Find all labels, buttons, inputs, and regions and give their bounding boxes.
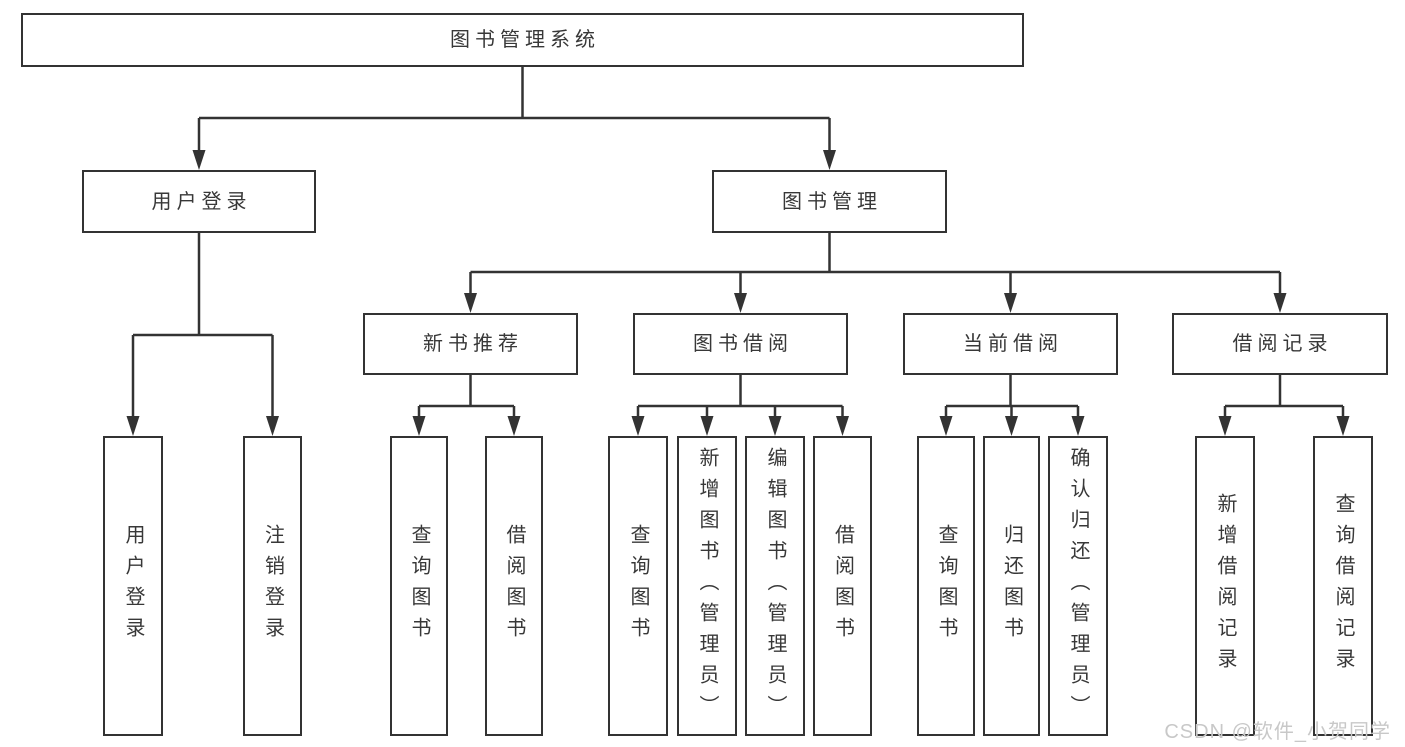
node-leaf-user-login: 用户登录 [103,436,163,736]
node-leaf-return-book-label: 归还图书 [1000,524,1023,648]
arrowhead-icon [507,416,521,436]
arrowhead-icon [631,416,645,436]
arrowhead-icon [836,416,849,436]
node-leaf-query-book-2-label: 查询图书 [627,524,649,648]
node-root: 图书管理系统 [21,13,1024,67]
node-current-borrow-label: 当前借阅 [963,333,1063,355]
watermark: CSDN @软件_小贺同学 [1164,721,1391,743]
node-leaf-user-login-label: 用户登录 [122,524,144,648]
node-leaf-add-book-label: 新增图书（管理员） [696,446,718,726]
arrowhead-icon [939,416,953,436]
node-leaf-return-book: 归还图书 [983,436,1040,736]
arrowhead-icon [1071,416,1085,436]
arrowhead-icon [412,416,426,436]
node-leaf-borrow-book-1-label: 借阅图书 [503,524,525,648]
connector-path [131,67,1345,420]
node-book-borrow: 图书借阅 [633,313,848,375]
node-leaf-borrow-book-2: 借阅图书 [813,436,872,736]
node-current-borrow: 当前借阅 [903,313,1118,375]
node-leaf-borrow-book-1: 借阅图书 [485,436,543,736]
node-leaf-logout: 注销登录 [243,436,302,736]
node-leaf-edit-book-label: 编辑图书（管理员） [764,446,786,726]
arrowhead-icon [464,293,477,313]
node-user-login: 用户登录 [82,170,316,233]
arrowhead-icon [266,416,279,436]
node-leaf-confirm-return: 确认归还（管理员） [1048,436,1108,736]
node-book-mgmt: 图书管理 [712,170,947,233]
node-leaf-query-book-2: 查询图书 [608,436,668,736]
arrowhead-icon [1218,416,1232,436]
node-user-login-label: 用户登录 [151,190,252,213]
arrowhead-icon [700,416,714,436]
node-leaf-query-book-1: 查询图书 [390,436,448,736]
node-root-label: 图书管理系统 [450,29,600,51]
node-leaf-borrow-book-2-label: 借阅图书 [831,524,854,648]
node-leaf-confirm-return-label: 确认归还（管理员） [1067,446,1089,726]
node-leaf-add-book: 新增图书（管理员） [677,436,737,736]
node-borrow-records-label: 借阅记录 [1232,333,1333,355]
node-new-book-rec-label: 新书推荐 [423,333,523,355]
arrowhead-icon [1004,293,1017,313]
node-leaf-query-book-3: 查询图书 [917,436,975,736]
node-borrow-records: 借阅记录 [1172,313,1388,375]
node-leaf-query-borrow-record: 查询借阅记录 [1313,436,1373,736]
node-leaf-add-borrow-record: 新增借阅记录 [1195,436,1255,736]
node-leaf-edit-book: 编辑图书（管理员） [745,436,805,736]
node-leaf-query-book-1-label: 查询图书 [408,524,430,648]
node-leaf-query-borrow-record-label: 查询借阅记录 [1332,493,1354,679]
node-leaf-query-book-3-label: 查询图书 [935,524,957,648]
node-leaf-logout-label: 注销登录 [261,524,284,648]
node-leaf-add-borrow-record-label: 新增借阅记录 [1214,493,1236,679]
arrowhead-icon [823,150,836,170]
arrowhead-icon [768,416,782,436]
node-book-mgmt-label: 图书管理 [782,190,882,213]
node-new-book-rec: 新书推荐 [363,313,578,375]
node-book-borrow-label: 图书借阅 [693,333,793,355]
arrowhead-icon [192,150,206,170]
arrowhead-icon [126,416,140,436]
arrowhead-icon [1005,416,1018,436]
arrowhead-icon [1273,293,1287,313]
arrowhead-icon [1336,416,1350,436]
arrowhead-icon [734,293,747,313]
